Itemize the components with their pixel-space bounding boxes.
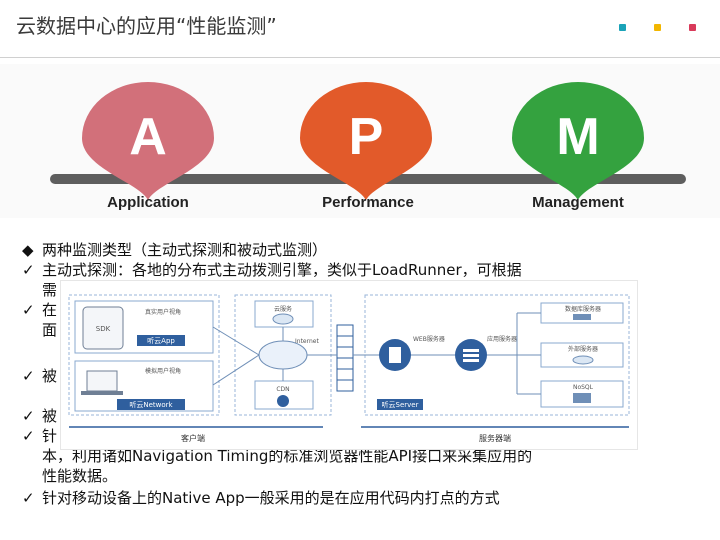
apm-letter-a: A <box>129 108 167 166</box>
check-icon: ✓ <box>22 427 35 445</box>
apm-pin-p: P <box>296 82 436 206</box>
check-icon: ✓ <box>22 489 35 507</box>
bullet-6: ✓针对移动设备上的Native App一般采用的是在应用代码内打点的方式 <box>22 489 500 507</box>
bullet-5: ✓针 <box>22 427 58 445</box>
apm-letter-p: P <box>349 108 384 166</box>
bullet-3: ✓被 <box>22 367 58 385</box>
server-badge <box>377 399 423 410</box>
bullet-0: ◆两种监测类型（主动式探测和被动式监测） <box>22 241 328 259</box>
bullet-list: ◆两种监测类型（主动式探测和被动式监测） ✓主动式探测：各地的分布式主动拨测引擎… <box>22 240 702 508</box>
bullet-1-cont: 需 <box>42 281 58 299</box>
client-side-label: 客户端 <box>181 433 205 443</box>
apm-label-performance: Performance <box>322 194 414 211</box>
bullet-4: ✓被 <box>22 407 58 425</box>
cdn-label: CDN <box>276 386 289 393</box>
nosql-label: NoSQL <box>573 384 594 391</box>
apm-banner: A P M Application Performance Management <box>0 64 720 218</box>
app-badge <box>137 335 185 346</box>
sim-user-label: 模拟用户视角 <box>145 367 181 375</box>
svg-text:听云App: 听云App <box>147 336 175 345</box>
internet-cloud-icon <box>258 340 308 370</box>
decor-dot-yellow <box>654 24 661 31</box>
check-icon: ✓ <box>22 301 35 319</box>
apm-pin-m: M <box>508 82 648 206</box>
db-server-label: 数据库服务器 <box>565 305 601 313</box>
sdk-label: SDK <box>96 325 111 333</box>
bullet-5-cont: 本，利用诸如Navigation Timing的标准浏览器性能API接口来采集应… <box>42 447 533 465</box>
web-server-label: WEB服务器 <box>413 335 445 343</box>
svg-text:听云Network: 听云Network <box>129 400 173 409</box>
app-server-label: 应用服务器 <box>487 335 517 343</box>
real-user-panel: SDK 真实用户视角 听云App <box>74 300 214 354</box>
check-icon: ✓ <box>22 407 35 425</box>
ext-server-label: 外部服务器 <box>568 345 598 353</box>
real-user-label: 真实用户视角 <box>145 308 181 316</box>
slide-title: 云数据中心的应用“性能监测” <box>16 14 277 38</box>
architecture-diagram: SDK 真实用户视角 听云App 模拟用户视角 听云Network 云服务 In… <box>60 280 638 450</box>
bullet-2-cont: 面 <box>42 321 58 339</box>
check-icon: ✓ <box>22 261 35 279</box>
cloud-icon <box>272 313 294 325</box>
network-badge <box>117 399 185 410</box>
cloud-service-label: 云服务 <box>274 305 292 313</box>
apm-letter-m: M <box>556 108 599 166</box>
apm-label-management: Management <box>532 194 624 211</box>
title-divider <box>0 57 720 58</box>
apm-label-application: Application <box>107 194 189 211</box>
check-icon: ✓ <box>22 367 35 385</box>
apm-pin-a: A <box>78 82 218 206</box>
bullet-1: ✓主动式探测：各地的分布式主动拨测引擎，类似于LoadRunner，可根据 <box>22 261 522 279</box>
bullet-2: ✓在 <box>22 301 58 319</box>
diamond-bullet-icon: ◆ <box>22 241 34 259</box>
sim-user-panel: 模拟用户视角 听云Network <box>74 360 214 412</box>
server-side-label: 服务器端 <box>479 433 511 443</box>
internet-label: Internet <box>295 338 319 345</box>
decor-dots <box>619 24 696 31</box>
decor-dot-red <box>689 24 696 31</box>
laptop-icon <box>86 370 118 392</box>
globe-icon <box>277 395 289 407</box>
firewall-icon <box>336 324 354 392</box>
svg-text:听云Server: 听云Server <box>382 400 419 409</box>
decor-dot-teal <box>619 24 626 31</box>
bullet-5-cont-2: 性能数据。 <box>42 467 118 485</box>
